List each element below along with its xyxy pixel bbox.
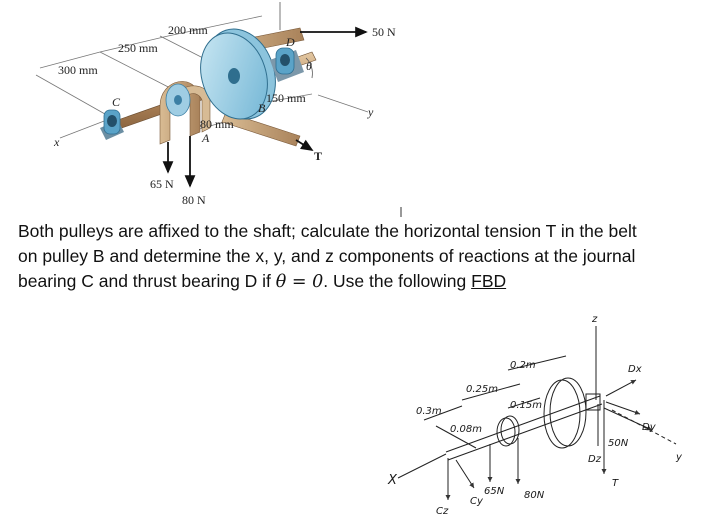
force-50n-label: 50 N <box>372 25 396 39</box>
dim-150: 150 mm <box>266 91 306 105</box>
bearing-c <box>100 109 124 140</box>
theta-label: θ <box>306 59 312 73</box>
fbd-65n-label: 65N <box>484 486 505 497</box>
problem-line-3b: . Use the following <box>323 271 472 291</box>
theta-condition: θ = 0 <box>275 272 324 292</box>
tension-t-arrow <box>295 139 314 151</box>
dim-250: 250 mm <box>118 41 158 55</box>
dim-200: 200 mm <box>168 23 208 37</box>
fbd-dim-008: 0.08m <box>450 424 482 435</box>
fbd-drawing <box>397 326 677 500</box>
fbd-dim-03: 0.3m <box>416 406 442 417</box>
fbd-link[interactable]: FBD <box>471 271 507 291</box>
problem-statement: Both pulleys are affixed to the shaft; c… <box>18 219 693 295</box>
fbd-dz-label: Dz <box>588 454 602 465</box>
point-d-label: D <box>285 35 295 49</box>
fbd-dx-label: Dx <box>628 364 642 375</box>
theta-arc <box>305 57 313 79</box>
fbd-dim-02: 0.2m <box>510 360 536 371</box>
fbd-x-label: X <box>387 473 398 488</box>
fbd-t-label: T <box>612 478 619 489</box>
fbd-dy-label: Dy <box>642 422 657 433</box>
pulley-a <box>159 81 211 145</box>
axis-y-label: y <box>367 105 374 119</box>
fbd-cz-label: Cz <box>436 506 449 517</box>
pulley-b <box>200 28 276 120</box>
fbd-50n-label: 50N <box>608 438 629 449</box>
dim-80: 80 mm <box>200 117 234 131</box>
problem-line-1: Both pulleys are affixed to the shaft; c… <box>18 221 637 241</box>
problem-line-2: on pulley B and determine the x, y, and … <box>18 246 636 266</box>
force-65n-label: 65 N <box>150 177 174 191</box>
fbd-y-label: y <box>675 452 683 463</box>
point-c-label: C <box>112 95 121 109</box>
tension-label: T <box>314 149 322 163</box>
x-axis-line <box>59 117 113 139</box>
force-80n-label: 80 N <box>182 193 206 207</box>
bearing-d <box>270 47 304 82</box>
fbd-80n-label: 80N <box>524 490 545 501</box>
point-a-label: A <box>201 131 210 145</box>
y-axis-line <box>317 94 369 113</box>
problem-line-3: bearing C and thrust bearing D if θ = 0.… <box>18 269 693 295</box>
fbd-dim-015: 0.15m <box>510 400 542 411</box>
fbd-z-label: z <box>591 314 598 325</box>
dim-300: 300 mm <box>58 63 98 77</box>
axis-x-label: x <box>53 135 60 149</box>
fbd-dim-025: 0.25m <box>466 384 498 395</box>
fbd-cy-label: Cy <box>470 496 484 507</box>
problem-line-3a: bearing C and thrust bearing D if <box>18 271 276 291</box>
point-b-label: B <box>258 101 266 115</box>
